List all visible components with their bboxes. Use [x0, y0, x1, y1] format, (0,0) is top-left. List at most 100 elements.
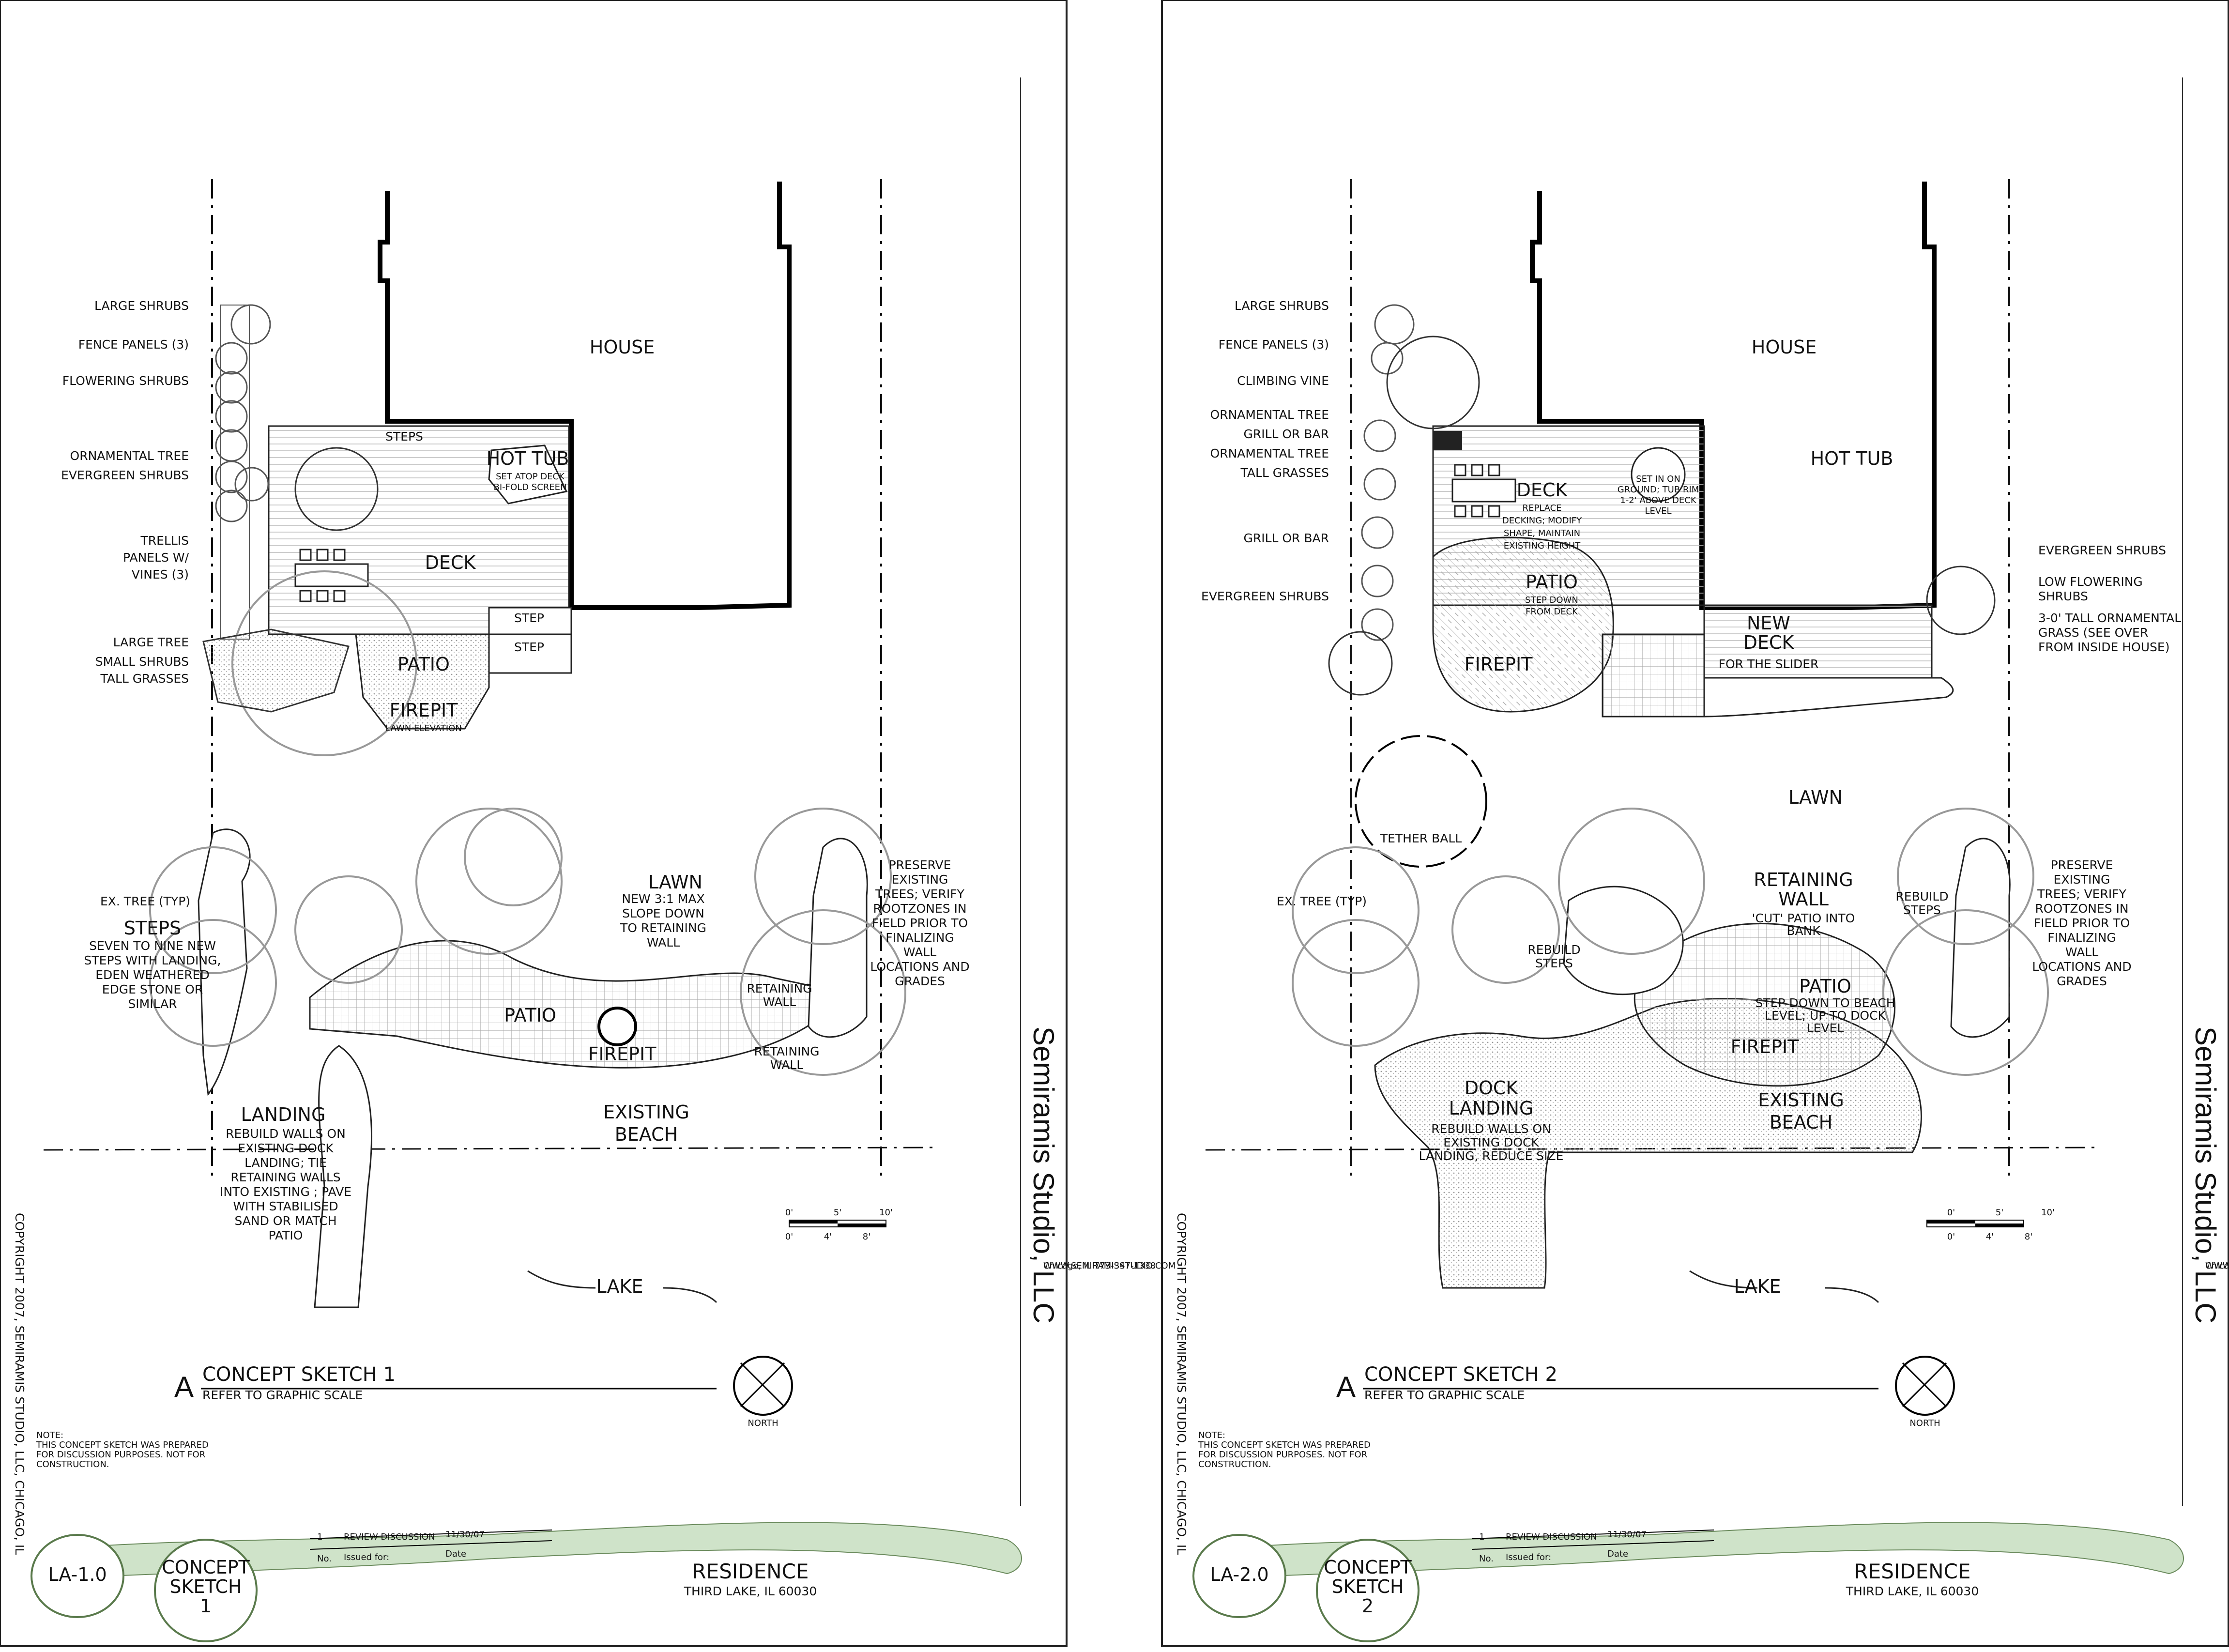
lower-firepit-label: FIREPIT	[1731, 1036, 1800, 1057]
hot-tub-note: LEVEL	[1645, 506, 1671, 516]
lake-edge-left	[527, 1270, 596, 1289]
hot-tub-note: 1-2' ABOVE DECK	[1620, 495, 1696, 505]
planting-label: FENCE PANELS (3)	[1219, 337, 1329, 352]
preserve-note: FINALIZING	[2047, 931, 2116, 945]
sheet-name: CONCEPT	[1324, 1557, 1412, 1578]
planting-label: TALL GRASSES	[100, 672, 189, 686]
retaining-wall-label: WALL	[770, 1058, 803, 1072]
preserve-note: FIELD PRIOR TO	[2034, 916, 2130, 930]
dock-landing-note: LANDING, REDUCE SIZE	[1419, 1149, 1564, 1163]
upper-patio-label: PATIO	[1526, 571, 1578, 593]
sheet-note: FOR DISCUSSION PURPOSES. NOT FOR	[1198, 1450, 1367, 1460]
lawn-label: LAWN	[1788, 787, 1843, 808]
step-2	[488, 633, 572, 674]
rebuild-steps-label: REBUILD	[1895, 889, 1948, 903]
revision-no: 1	[317, 1532, 322, 1542]
scale-tick-bottom: 0'	[785, 1232, 793, 1242]
sheet-note: THIS CONCEPT SKETCH WAS PREPARED	[1198, 1440, 1371, 1450]
hot-tub-note: SET IN ON	[1636, 474, 1680, 484]
lawn-note: TO RETAINING	[620, 921, 706, 935]
north-label: NORTH	[748, 1418, 778, 1428]
shrub-group-left	[215, 304, 271, 522]
grill-or-bar	[1433, 431, 1462, 450]
preserve-note: TREES; VERIFY	[875, 887, 964, 901]
lower-patio-note: LEVEL	[1807, 1021, 1844, 1035]
landing-note: LANDING; TIE	[244, 1156, 327, 1170]
planting-label: FLOWERING SHRUBS	[62, 374, 189, 388]
ex-tree-label: EX. TREE (TYP)	[100, 894, 190, 908]
fence-panels	[220, 305, 250, 640]
project-address: THIRD LAKE, IL 60030	[1846, 1584, 1979, 1598]
lake-edge-left	[1689, 1270, 1758, 1289]
planting-label: EVERGREEN SHRUBS	[2038, 543, 2166, 557]
lake-label: LAKE	[596, 1276, 643, 1297]
retained-tree-island	[1563, 886, 1684, 995]
sheet-concept-2	[1161, 0, 2229, 1647]
retaining-wall-label: RETAINING	[1754, 869, 1853, 890]
planting-label: PANELS W/	[123, 551, 189, 565]
north-label: NORTH	[1909, 1418, 1940, 1428]
dock-landing-note: REBUILD WALLS ON	[1431, 1122, 1551, 1136]
upper-firepit-note: LAWN ELEVATION	[385, 723, 462, 734]
preserve-note: TREES; VERIFY	[2037, 887, 2126, 901]
upper-firepit-label: FIREPIT	[390, 700, 458, 721]
lower-patio	[1634, 923, 1896, 1087]
planting-label: ORNAMENTAL TREE	[70, 449, 189, 463]
planting-label: ORNAMENTAL TREE	[1210, 408, 1329, 422]
preserve-hedge	[808, 838, 868, 1038]
step-label: STEP	[514, 611, 544, 625]
studio-contact: Chicago, IL 773-347-1338	[2205, 1261, 2229, 1271]
preserve-note: GRADES	[2057, 974, 2107, 988]
dock-path	[314, 1045, 372, 1308]
dock-landing-label: DOCK	[1465, 1077, 1519, 1099]
sheet-name-disc	[154, 1539, 258, 1642]
sheet-name: SKETCH	[169, 1576, 242, 1597]
lower-patio-label: PATIO	[1799, 976, 1851, 997]
preserve-note: ROOTZONES IN	[873, 902, 966, 916]
scale-tick-bottom: 4'	[1986, 1232, 1994, 1242]
house-label: HOUSE	[1752, 337, 1817, 358]
revision-header-desc: Issued for:	[344, 1552, 389, 1562]
revision-table	[1471, 1530, 1714, 1550]
rebuild-steps-label: STEPS	[1535, 956, 1573, 970]
sheet-border	[0, 0, 1068, 1647]
landing-note: REBUILD WALLS ON	[226, 1127, 346, 1141]
lower-patio-note: LEVEL; UP TO DOCK	[1765, 1009, 1886, 1023]
sheet-concept-1	[0, 0, 1068, 1647]
preserve-note: EXISTING	[2054, 872, 2110, 887]
beach-label: BEACH	[615, 1124, 678, 1145]
revision-desc: REVIEW DISCUSSION	[344, 1532, 435, 1542]
new-deck-label: NEW	[1747, 612, 1790, 634]
tether-ball-label: TETHER BALL	[1380, 831, 1462, 845]
rebuild-steps-label: REBUILD	[1527, 943, 1580, 957]
revision-date: 11/30/07	[445, 1530, 485, 1540]
existing-trees	[1292, 808, 2049, 1076]
north-arrow	[733, 1356, 793, 1416]
sheet-name: 2	[1362, 1595, 1374, 1617]
planting-label: TALL GRASSES	[1240, 466, 1329, 480]
sheet-note: THIS CONCEPT SKETCH WAS PREPARED	[36, 1440, 209, 1450]
concept-letter: A	[1336, 1371, 1356, 1403]
sheet-name: 1	[200, 1595, 212, 1617]
planting-label: VINES (3)	[132, 567, 189, 581]
deck-note: EXISTING HEIGHT	[1504, 541, 1581, 551]
scale-tick-bottom: 4'	[824, 1232, 832, 1242]
retaining-wall-label: RETAINING	[747, 981, 812, 995]
stair-pad	[1602, 633, 1705, 718]
sheet-number: LA-2.0	[1210, 1564, 1268, 1585]
upper-patio-note: FROM DECK	[1526, 607, 1578, 617]
upper-patio-label: PATIO	[397, 654, 450, 675]
planting-label: LOW FLOWERING	[2038, 575, 2143, 589]
concept-letter: A	[174, 1371, 194, 1403]
steps-note: EDEN WEATHERED	[95, 968, 209, 982]
lake-label: LAKE	[1734, 1276, 1781, 1297]
lawn-note: NEW 3:1 MAX	[622, 892, 704, 906]
title-swoosh	[58, 1522, 1022, 1579]
deck-note: DECKING; MODIFY	[1502, 516, 1582, 526]
preserve-note: ROOTZONES IN	[2035, 902, 2128, 916]
steps-label-small: STEPS	[385, 429, 423, 444]
steps-label: STEPS	[124, 918, 181, 939]
planting-label: FENCE PANELS (3)	[78, 337, 189, 352]
concept-title: CONCEPT SKETCH 1	[202, 1363, 396, 1386]
house-outline	[1530, 182, 1937, 610]
